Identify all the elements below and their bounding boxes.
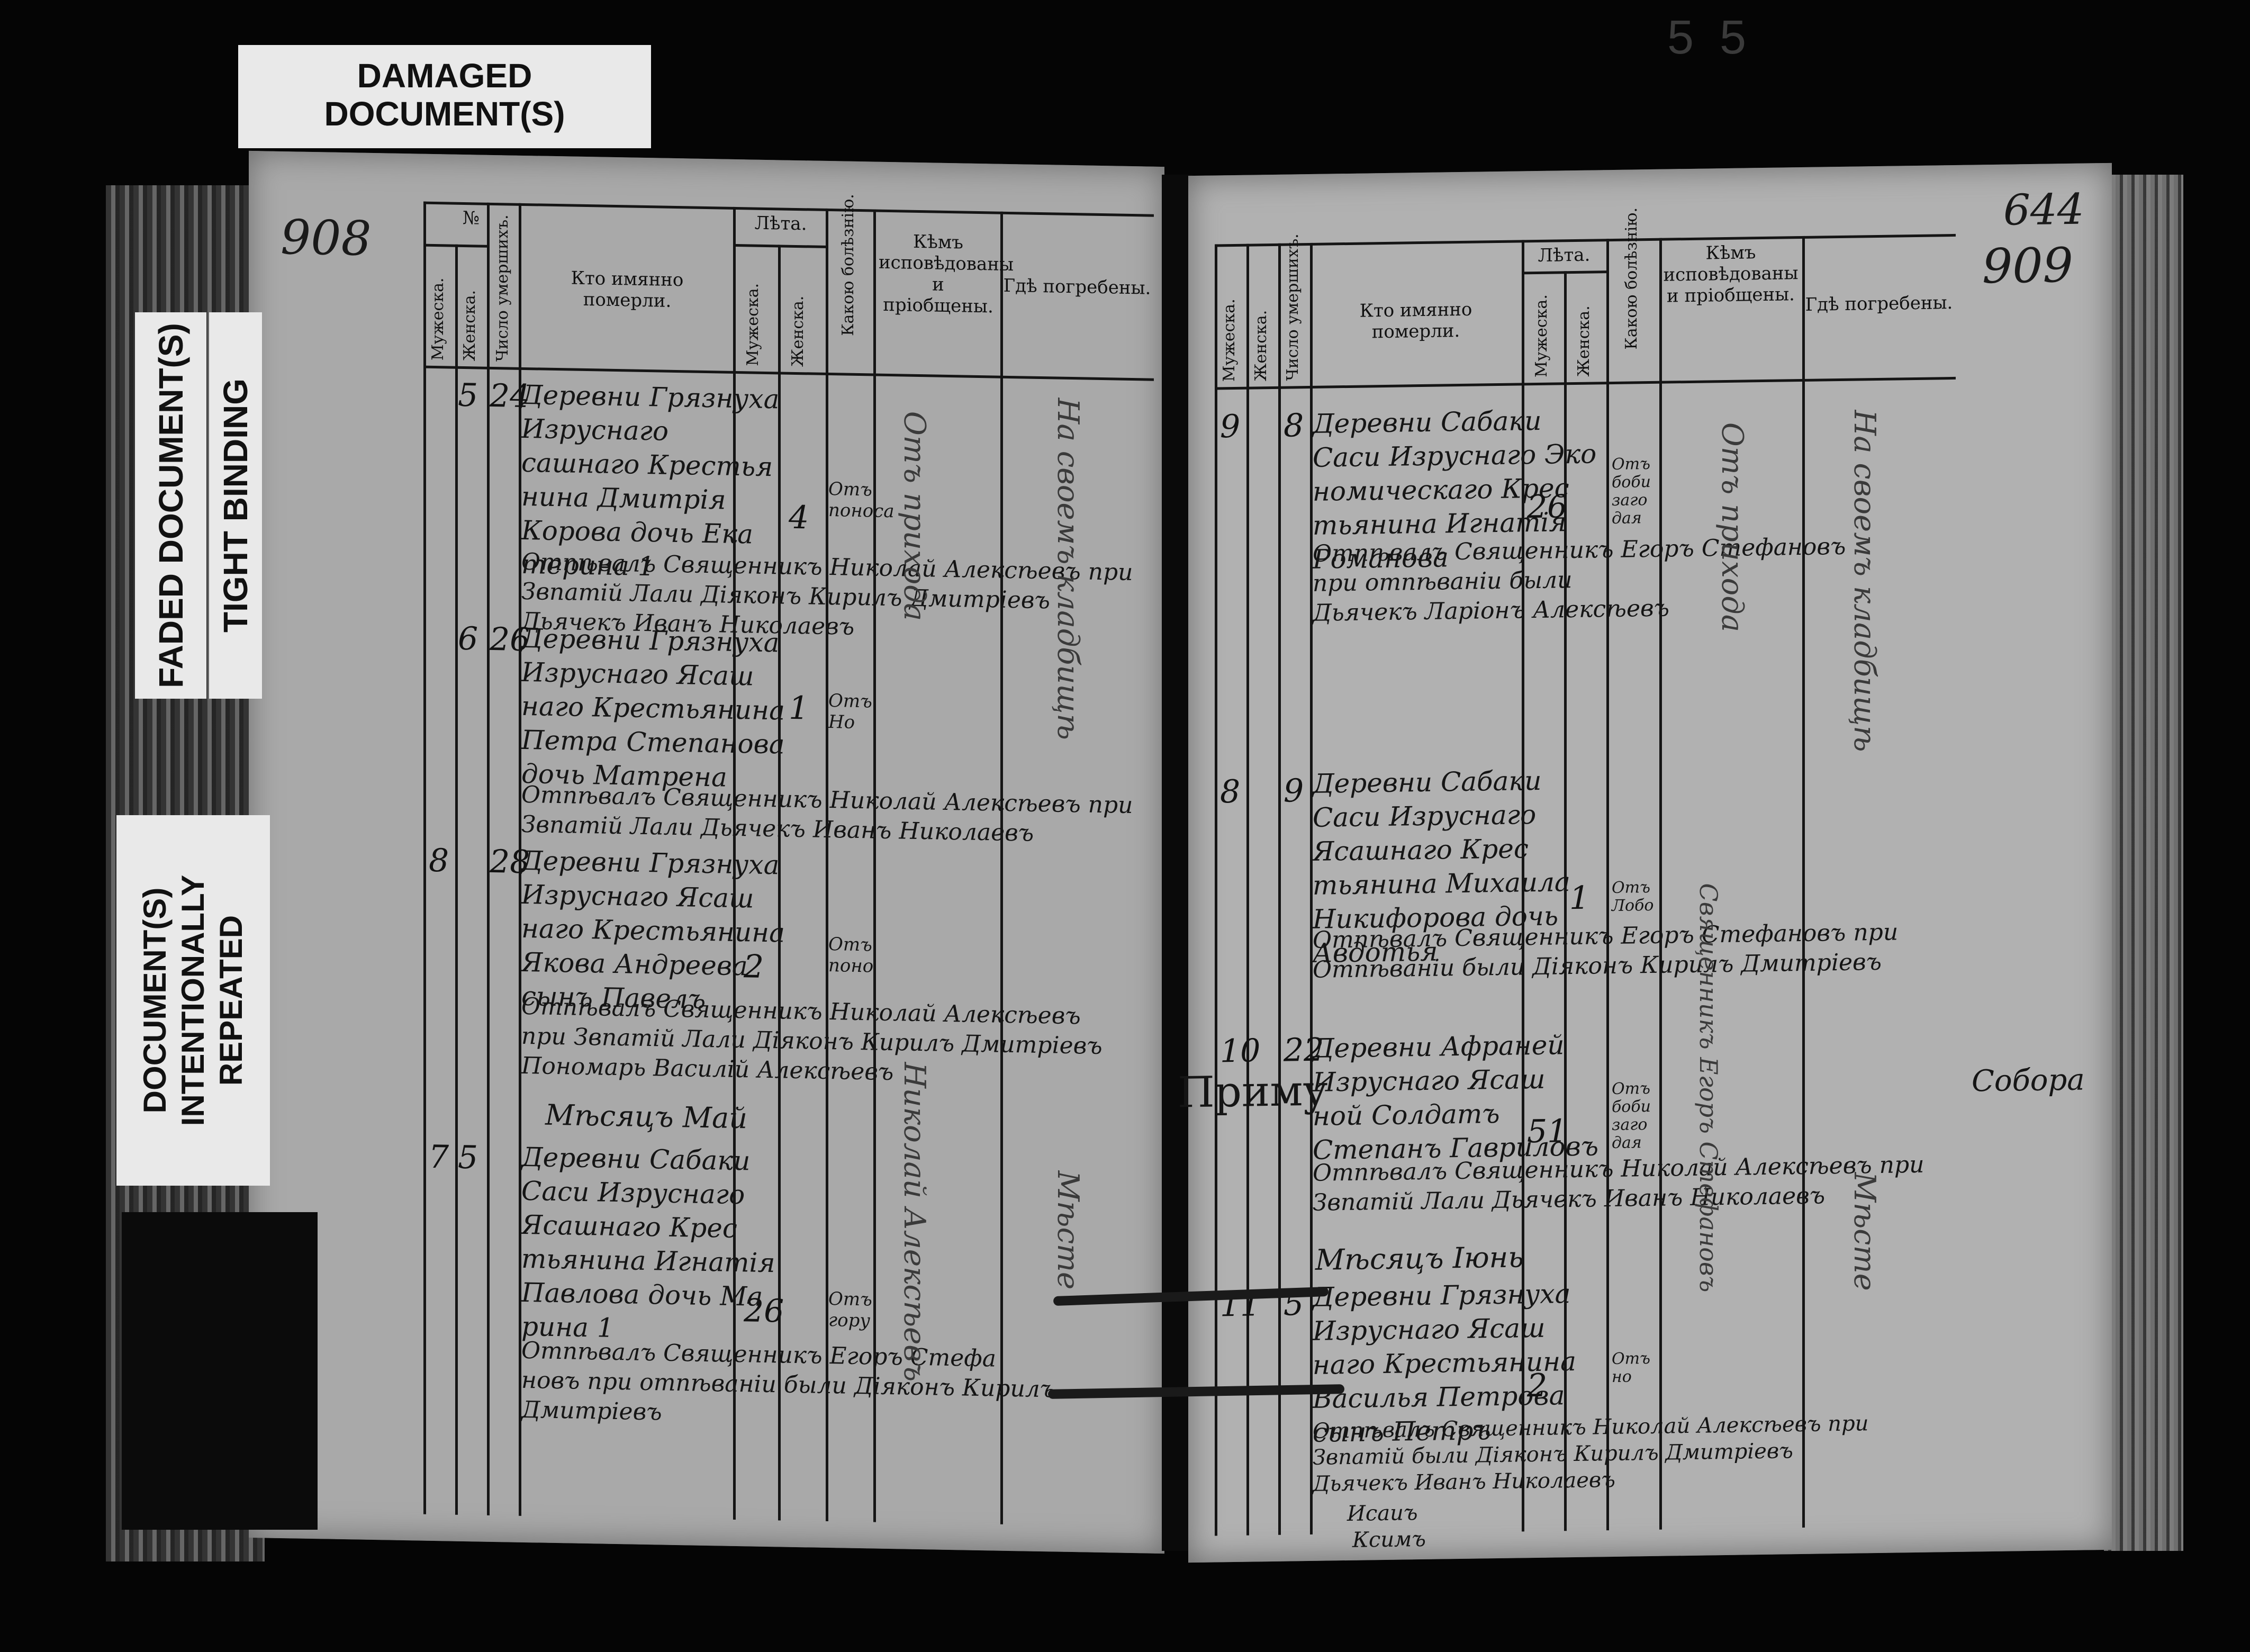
left-header-age-female: Женска.: [789, 295, 807, 367]
right-entry1-disease: Отъ боби заго дая: [1612, 454, 1651, 528]
left-entry1-age: 4: [789, 499, 809, 537]
left-entry2-text: Деревни Грязнуха Изруснаго Ясаш наго Кре…: [521, 622, 785, 793]
right-header-age: Лѣта.: [1538, 244, 1591, 266]
right-note-confessed: Отъ прихода: [1715, 422, 1749, 633]
right-page: 644 909 Мужеска. Женска. Число умершихъ.…: [1178, 163, 2112, 1563]
left-header-count: Число умершихъ.: [493, 214, 512, 362]
right-entry4-disease: Отъ но: [1612, 1349, 1651, 1387]
right-entry3-buried: Собора: [1972, 1062, 2085, 1099]
left-header-age-male: Мужеска.: [744, 283, 762, 366]
right-header-age-male: Мужеска.: [1532, 294, 1551, 378]
right-entry4-confessor: Отпѣвалъ Священникъ Николай Алексѣевъ пр…: [1313, 1411, 1869, 1496]
left-header-no: №: [462, 207, 480, 229]
right-note-place: Мѣсте: [1847, 1171, 1882, 1292]
tight-label-text: TIGHT BINDING: [216, 378, 255, 633]
book-spine: [1162, 175, 1192, 1551]
left-entry2-no: 6: [458, 620, 478, 658]
book-edge-right: [2104, 175, 2183, 1551]
left-page: 908 № Мужеска. Женска. Число умершихъ. К…: [249, 150, 1164, 1554]
left-entry2-age: 1: [789, 689, 809, 727]
signature-2: Ксимъ: [1352, 1527, 1426, 1552]
right-note-buried: На своемъ кладбищѣ: [1847, 409, 1882, 752]
right-entry3-disease: Отъ боби заго дая: [1612, 1079, 1651, 1153]
right-entry3-no: 10: [1220, 1032, 1261, 1070]
right-entry1-day: 8: [1284, 407, 1304, 445]
left-entry4-text: Деревни Сабаки Саси Изруснаго Ясашнаго К…: [521, 1141, 775, 1343]
left-header-male: Мужеска.: [429, 277, 447, 361]
left-entry2-disease: Отъ Но: [828, 690, 872, 733]
right-entry4-age: 2: [1527, 1367, 1548, 1405]
frame-stamp: 5 5: [1667, 11, 1753, 64]
left-note-confessor: Николай Алексѣевъ: [897, 1062, 932, 1382]
right-entry2-disease: Отъ Лобо: [1612, 878, 1654, 916]
intentionally-repeated-label: DOCUMENT(S) INTENTIONALLY REPEATED: [116, 815, 270, 1186]
right-folio-top: 644: [2003, 184, 2084, 235]
right-header-disease: Какою болѣзнію.: [1622, 207, 1641, 350]
right-note-confessor: Священникъ Егоръ Стефановъ: [1694, 883, 1723, 1293]
damaged-document-label: DAMAGED DOCUMENT(S): [238, 45, 651, 148]
left-entry4-confessor: Отпѣвалъ Священникъ Егоръ Стефа новъ при…: [521, 1337, 1056, 1426]
left-header-who: Кто имянно померли.: [571, 267, 684, 312]
right-entry1-age: 26: [1527, 488, 1568, 526]
left-entry3-no: 8: [429, 842, 449, 880]
right-entry2-confessor: Отпѣвалъ Священникъ Егоръ Стефановъ при …: [1313, 918, 1899, 983]
binding-shadow: [122, 1212, 318, 1530]
right-header-buried: Гдѣ погребены.: [1805, 292, 1953, 315]
left-note-place: Мѣсте: [1051, 1170, 1085, 1290]
right-entry3-margin: Приму: [1178, 1066, 1328, 1117]
faded-label-text: FADED DOCUMENT(S): [151, 323, 190, 688]
right-entry3-age: 51: [1527, 1113, 1568, 1151]
right-entry4-month: Мѣсяцъ Іюнь: [1315, 1240, 1524, 1277]
right-folio-number: 909: [1982, 237, 2073, 295]
faded-documents-label: FADED DOCUMENT(S): [135, 312, 206, 699]
left-entry4-disease: Отъ гору: [828, 1288, 872, 1332]
damaged-label-text: DAMAGED DOCUMENT(S): [324, 57, 565, 133]
left-note-buried: На своемъ кладбищѣ: [1051, 398, 1085, 741]
right-header-female: Женска.: [1252, 310, 1270, 382]
right-entry3-confessor: Отпѣвалъ Священникъ Николай Алексѣевъ пр…: [1313, 1151, 1924, 1216]
right-entry1-no: 9: [1220, 408, 1241, 446]
left-entry4-month: Мѣсяцъ Май: [545, 1098, 748, 1135]
left-entry3-age: 2: [744, 948, 764, 986]
right-entry2-day: 9: [1284, 772, 1304, 810]
right-header-male: Мужеска.: [1220, 299, 1239, 382]
right-header-count: Число умершихъ.: [1284, 233, 1302, 381]
left-entry1-no: 5: [458, 376, 478, 414]
left-header-buried: Гдѣ погребены.: [1003, 275, 1151, 299]
left-entry1-disease: Отъ поноса: [828, 479, 894, 522]
left-header-female: Женска.: [460, 290, 479, 362]
left-header-disease: Какою болѣзнію.: [839, 193, 857, 336]
repeated-label-text: DOCUMENT(S) INTENTIONALLY REPEATED: [137, 874, 249, 1126]
left-entry3-disease: Отъ поно: [828, 934, 874, 977]
left-header-confessed: Кѣмъ исповѣдованы и пріобщены.: [879, 231, 1014, 318]
left-header-age: Лѣта.: [754, 212, 807, 235]
left-note-confessed: Отъ прихода: [897, 411, 932, 621]
left-entry3-confessor: Отпѣвалъ Священникъ Николай Алексѣевъ пр…: [521, 992, 1103, 1086]
left-entry4-no: 7: [429, 1138, 449, 1176]
left-entry4-day: 5: [458, 1139, 478, 1177]
left-entry4-age: 26: [744, 1292, 784, 1330]
left-entry2-confessor: Отпѣвалъ Священникъ Николай Алексѣевъ пр…: [521, 781, 1133, 847]
left-entry3-text: Деревни Грязнуха Изруснаго Ясаш наго Кре…: [521, 845, 785, 1015]
right-header-confessed: Кѣмъ исповѣдованы и пріобщены.: [1663, 242, 1799, 307]
right-header-who: Кто имянно померли.: [1359, 299, 1472, 343]
left-folio-number: 908: [281, 209, 372, 267]
right-entry1-confessor: Отпѣвалъ Священникъ Егоръ Стефановъ при …: [1313, 532, 1846, 627]
right-entry2-no: 8: [1220, 773, 1241, 811]
right-header-age-female: Женска.: [1575, 305, 1593, 377]
right-entry2-age: 1: [1569, 879, 1590, 917]
tight-binding-label: TIGHT BINDING: [209, 312, 262, 699]
